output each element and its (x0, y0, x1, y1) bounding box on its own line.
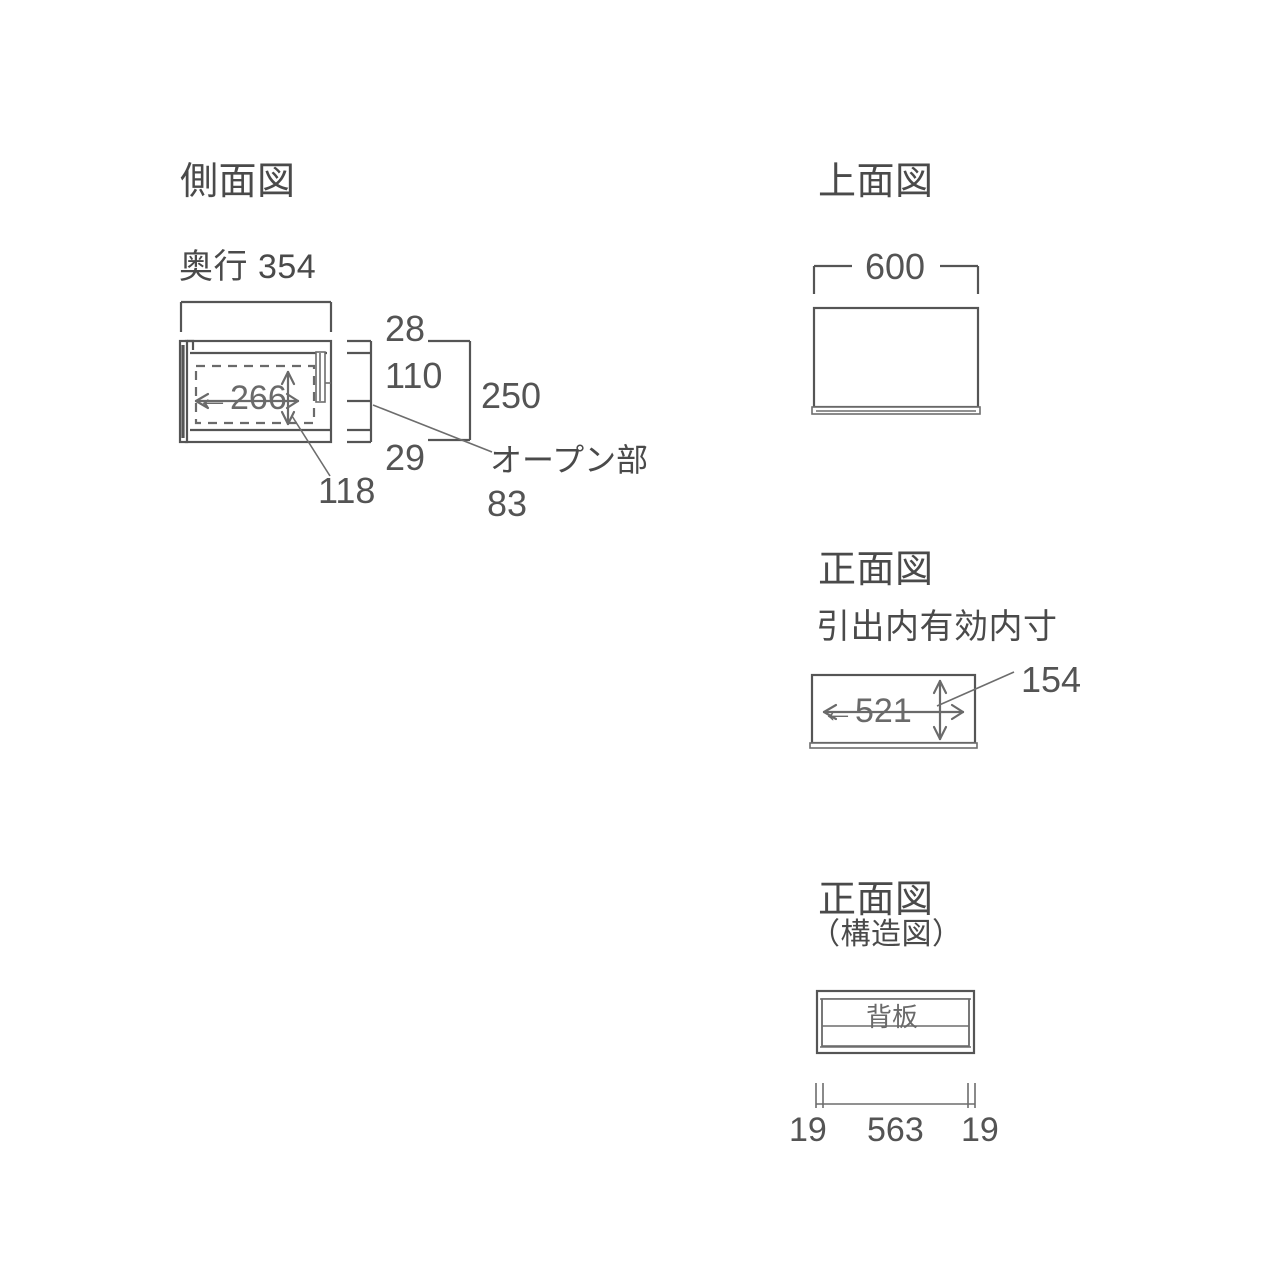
side-view-inner-depth-value: ←266 (196, 379, 287, 417)
front-view-group (809, 671, 1015, 749)
side-view-cabinet-body (178, 339, 333, 444)
side-view-leader-118 (291, 415, 331, 477)
structure-back-panel-label: 背板 (866, 1002, 919, 1032)
structure-view-title: 正面図 (818, 879, 934, 921)
front-view-base-rail (809, 742, 978, 749)
front-view-title: 正面図 (818, 549, 934, 591)
front-view-height-value: 154 (1021, 659, 1082, 700)
structure-dim-center: 563 (867, 1111, 924, 1149)
side-view-dim-110: 110 (385, 355, 443, 396)
side-view-depth-bracket (179, 300, 333, 332)
side-view-dim-29: 29 (385, 437, 426, 478)
front-view-height-arrow-154 (932, 679, 948, 741)
side-view-dimension-ticks (347, 339, 373, 444)
top-view-width-value: 600 (865, 246, 926, 287)
structure-dim-left: 19 (789, 1111, 827, 1149)
side-view-height-arrow-118 (280, 370, 296, 426)
top-view-width-bracket (812, 264, 980, 294)
side-view-group (178, 300, 493, 477)
side-view-title: 側面図 (180, 161, 296, 203)
side-view-leader-open (372, 404, 493, 453)
front-view-width-value: ←521 (821, 692, 912, 730)
side-view-drawer-dashed-box (194, 364, 316, 425)
side-view-open-value: 83 (487, 483, 528, 524)
front-view-leader-154 (936, 671, 1015, 707)
structure-view-group (815, 989, 976, 1108)
structure-dimension-line (815, 1083, 976, 1108)
side-view-callout-118: 118 (318, 470, 376, 511)
structure-view-subtitle: （構造図） (810, 918, 963, 951)
top-view-group (811, 264, 981, 415)
structure-dim-right: 19 (961, 1111, 999, 1149)
top-view-plate (812, 306, 980, 409)
side-view-open-label: オープン部 (490, 442, 649, 478)
side-view-dim-250: 250 (481, 375, 542, 416)
side-view-dim-28: 28 (385, 308, 426, 349)
top-view-title: 上面図 (818, 161, 934, 203)
side-view-depth-label: 奥行 354 (179, 248, 317, 286)
structure-back-panel-area (821, 998, 970, 1047)
front-view-subtitle: 引出内有効内寸 (816, 608, 1058, 646)
